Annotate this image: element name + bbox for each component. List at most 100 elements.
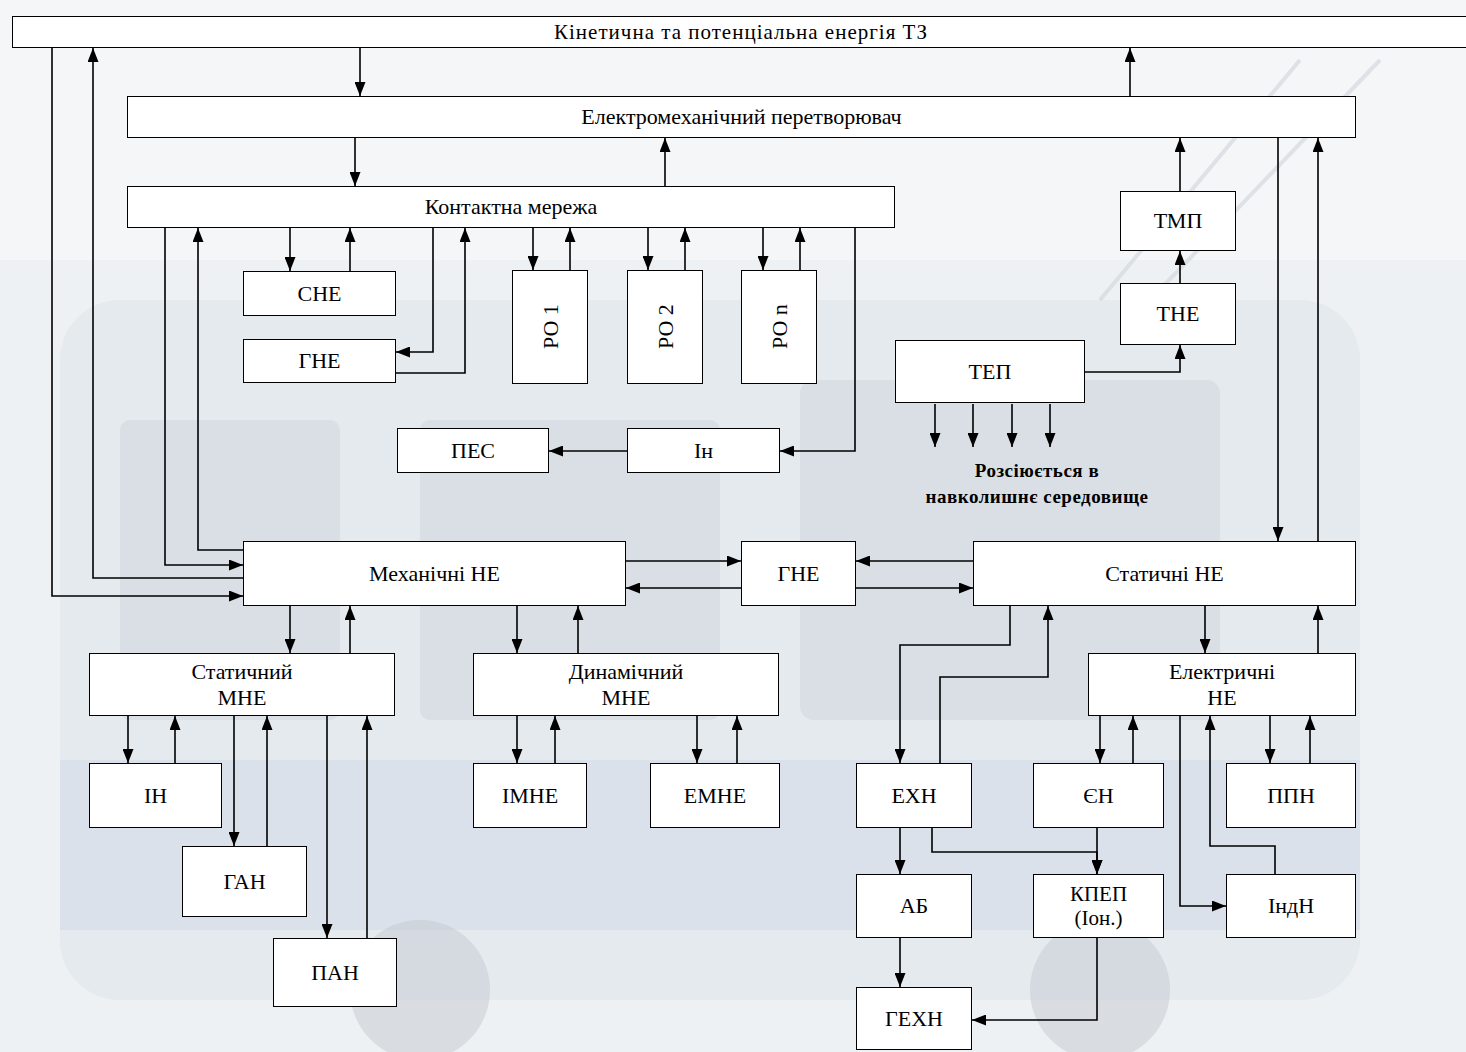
process-box: ЕХН: [856, 763, 972, 828]
process-box: ІндН: [1226, 874, 1356, 938]
process-box: РО 2: [627, 270, 703, 384]
flow-arrow: [626, 560, 741, 562]
process-box: ІН: [89, 763, 222, 828]
flow-arrow: [289, 228, 291, 271]
flow-arrow: [366, 716, 368, 938]
flow-arrow: [1099, 716, 1101, 763]
flow-arrow: [1309, 716, 1311, 763]
process-box: СНЕ: [243, 271, 396, 316]
process-box: Динамічний МНЕ: [473, 653, 779, 716]
flow-arrow: [532, 228, 534, 270]
flow-arrow: [289, 606, 291, 653]
box-label: ПАН: [311, 960, 359, 985]
dissipation-arrow: [1011, 404, 1013, 447]
process-box: Ін: [627, 428, 780, 473]
flow-arrow: [856, 587, 973, 589]
flow-arrow: [569, 228, 571, 270]
flow-arrow: [396, 228, 465, 373]
box-label: ГЕХН: [885, 1006, 943, 1031]
box-label: АБ: [900, 893, 929, 918]
process-box: КПЕП (Іон.): [1033, 874, 1164, 938]
box-label: Ін: [694, 438, 713, 463]
dissipation-arrow: [934, 404, 936, 447]
process-box: ТНЕ: [1120, 283, 1236, 345]
flow-arrow: [696, 716, 698, 763]
flow-arrow: [1096, 828, 1098, 874]
flow-arrow: [516, 606, 518, 653]
bus-stripe: [60, 760, 1360, 930]
flow-arrow: [396, 228, 433, 352]
flow-arrow: [349, 228, 351, 271]
flow-arrow: [1132, 716, 1134, 763]
flow-arrow: [1277, 138, 1279, 541]
flow-arrow: [1317, 138, 1319, 541]
process-box: Механічні НЕ: [243, 541, 626, 606]
box-label: ГАН: [223, 869, 265, 894]
flow-arrow: [1179, 138, 1181, 191]
flow-arrow: [1085, 345, 1180, 372]
box-label: Контактна мережа: [425, 194, 597, 219]
flow-arrow: [972, 938, 1097, 1020]
flow-arrow: [266, 716, 268, 846]
process-box: ТЕП: [895, 340, 1085, 403]
flow-arrow: [198, 228, 243, 550]
dissipation-arrow: [1049, 404, 1051, 447]
flow-arrow: [577, 606, 579, 653]
box-label: Статичний МНЕ: [191, 659, 292, 710]
process-box: АБ: [856, 874, 972, 938]
flow-arrow: [354, 138, 356, 186]
flow-arrow: [359, 48, 361, 96]
process-box: ЕМНЕ: [650, 763, 780, 828]
box-label: ІМНЕ: [502, 783, 558, 808]
flow-arrow: [626, 587, 741, 589]
flow-arrow: [326, 716, 328, 938]
flow-arrow: [856, 560, 973, 562]
flow-arrow: [799, 228, 801, 270]
process-box: ГЕХН: [856, 987, 972, 1050]
flow-arrow: [516, 716, 518, 763]
process-box: РО n: [741, 270, 817, 384]
flow-arrow: [1179, 251, 1181, 283]
process-box: Статичний МНЕ: [89, 653, 395, 716]
flow-arrow: [762, 228, 764, 270]
process-box: Електричні НЕ: [1088, 653, 1356, 716]
box-label: ЄН: [1083, 783, 1113, 808]
flow-arrow: [1129, 48, 1131, 96]
note-label: Розсіюється в навколишнє середовище: [918, 458, 1156, 509]
flow-arrow: [900, 606, 1010, 763]
flow-arrow: [899, 828, 901, 874]
bus-wheel: [1030, 920, 1170, 1052]
box-label: ГНЕ: [298, 348, 340, 373]
bus-body: [60, 300, 1360, 1000]
box-label: ТНЕ: [1157, 301, 1200, 326]
process-box: ГНЕ: [741, 541, 856, 606]
box-label: Статичні НЕ: [1105, 561, 1224, 586]
box-label: ТЕП: [969, 359, 1012, 384]
dissipation-arrow: [972, 404, 974, 447]
process-box: ППН: [1226, 763, 1356, 828]
box-label: Кінетична та потенціальна енергія ТЗ: [554, 20, 928, 44]
flow-arrow: [554, 716, 556, 763]
process-box: ГНЕ: [243, 339, 396, 383]
flow-arrow: [233, 716, 235, 846]
process-box: РО 1: [512, 270, 588, 384]
flow-arrow: [1317, 606, 1319, 653]
flow-arrow: [736, 716, 738, 763]
flow-arrow: [1180, 716, 1226, 906]
box-label: Електромеханічний перетворювач: [581, 104, 901, 129]
box-label: РО n: [766, 305, 791, 350]
flow-arrow: [127, 716, 129, 763]
flow-arrow: [932, 828, 1097, 874]
flow-arrow: [165, 228, 243, 565]
connectors: [52, 48, 1318, 1020]
process-box: Кінетична та потенціальна енергія ТЗ: [12, 16, 1466, 48]
box-label: ППН: [1267, 783, 1315, 808]
box-label: КПЕП (Іон.): [1070, 882, 1127, 930]
box-label: ЕХН: [891, 783, 936, 808]
box-label: ТМП: [1154, 208, 1203, 233]
box-label: Механічні НЕ: [369, 561, 500, 586]
box-label: ІндН: [1268, 893, 1314, 918]
flow-arrow: [664, 138, 666, 186]
